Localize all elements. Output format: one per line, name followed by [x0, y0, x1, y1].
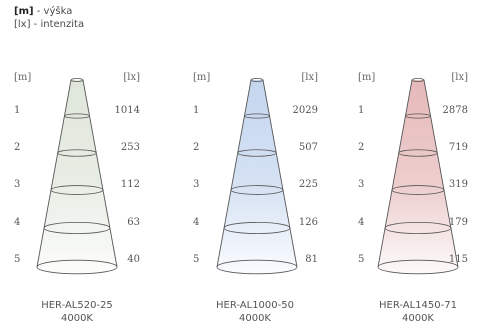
product-name-2: HER-AL1450-71 [379, 300, 457, 311]
cone-side-left [377, 79, 413, 268]
legend-height-key: [m] [14, 6, 34, 17]
cone-ring [223, 222, 291, 234]
height-value: 3 [358, 179, 364, 190]
cone-side-right [262, 79, 298, 268]
height-value: 2 [14, 142, 20, 153]
cone-fill [37, 80, 117, 274]
product-name-0: HER-AL520-25 [41, 300, 113, 311]
intensity-value: 507 [299, 142, 318, 153]
cone-ring [43, 222, 111, 234]
intensity-value: 81 [305, 254, 318, 265]
cone-top-ellipse [411, 78, 425, 82]
cone-side-left [216, 79, 252, 268]
intensity-value: 40 [127, 254, 140, 265]
cone-ring [237, 149, 277, 157]
height-header: [m] [14, 72, 31, 83]
intensity-header: [lx] [123, 72, 140, 83]
cone-ring [405, 113, 431, 119]
intensity-value: 126 [299, 217, 318, 228]
intensity-header: [lx] [451, 72, 468, 83]
legend-intensity-key: [lx] [14, 18, 31, 30]
legend-intensity-row: [lx] - intenzita [14, 19, 84, 32]
cone-group-2: [m] [lx] 1 2878 2 719 3 319 4 179 5 115 [358, 72, 468, 275]
height-value: 1 [193, 105, 199, 116]
cone-ring [64, 113, 90, 119]
cone-side-right [82, 79, 118, 268]
cone-side-right [423, 79, 459, 268]
product-label-0: HER-AL520-25 4000K [17, 299, 137, 325]
product-cct-2: 4000K [401, 313, 434, 324]
cone-ring [391, 185, 445, 195]
product-name-1: HER-AL1000-50 [216, 300, 294, 311]
intensity-value: 2029 [293, 105, 318, 116]
height-value: 1 [358, 105, 364, 116]
height-value: 2 [358, 142, 364, 153]
height-value: 4 [193, 217, 199, 228]
height-value: 5 [193, 254, 199, 265]
height-header: [m] [193, 72, 210, 83]
intensity-value: 225 [299, 179, 318, 190]
cone-group-0: [m] [lx] 1 1014 2 253 3 112 4 63 5 40 [14, 72, 140, 275]
intensity-value: 719 [449, 142, 468, 153]
product-label-1: HER-AL1000-50 4000K [195, 299, 315, 325]
intensity-value: 112 [121, 179, 140, 190]
intensity-header: [lx] [301, 72, 318, 83]
cone-ring [57, 149, 97, 157]
cone-side-left [36, 79, 72, 268]
height-value: 5 [358, 254, 364, 265]
legend-intensity-text: - intenzita [30, 18, 85, 30]
height-value: 4 [14, 217, 20, 228]
height-value: 2 [193, 142, 199, 153]
height-value: 1 [14, 105, 20, 116]
legend-height-text: - výška [33, 6, 73, 17]
cone-top-ellipse [70, 78, 84, 82]
cone-ring [216, 259, 298, 275]
intensity-value: 2878 [443, 105, 468, 116]
product-label-2: HER-AL1450-71 4000K [358, 299, 478, 325]
cone-fill [217, 80, 297, 274]
cone-ring [36, 259, 118, 275]
height-value: 3 [14, 179, 20, 190]
legend-height-row: [m] - výška [14, 6, 84, 19]
cone-ring [230, 185, 284, 195]
legend: [m] - výška [lx] - intenzita [14, 6, 84, 31]
cone-group-1: [m] [lx] 1 2029 2 507 3 225 4 126 5 81 [193, 72, 318, 275]
intensity-value: 115 [449, 254, 468, 265]
product-cct-0: 4000K [60, 313, 93, 324]
intensity-value: 1014 [115, 105, 140, 116]
product-cct-1: 4000K [238, 313, 271, 324]
intensity-value: 319 [449, 179, 468, 190]
height-header: [m] [358, 72, 375, 83]
cone-ring [244, 113, 270, 119]
height-value: 5 [14, 254, 20, 265]
cone-ring [50, 185, 104, 195]
intensity-value: 63 [127, 217, 140, 228]
intensity-value: 179 [449, 217, 468, 228]
cone-top-ellipse [250, 78, 264, 82]
cone-ring [377, 259, 459, 275]
cone-fill [378, 80, 458, 274]
intensity-value: 253 [121, 142, 140, 153]
cone-ring [398, 149, 438, 157]
cone-ring [384, 222, 452, 234]
height-value: 4 [358, 217, 364, 228]
height-value: 3 [193, 179, 199, 190]
